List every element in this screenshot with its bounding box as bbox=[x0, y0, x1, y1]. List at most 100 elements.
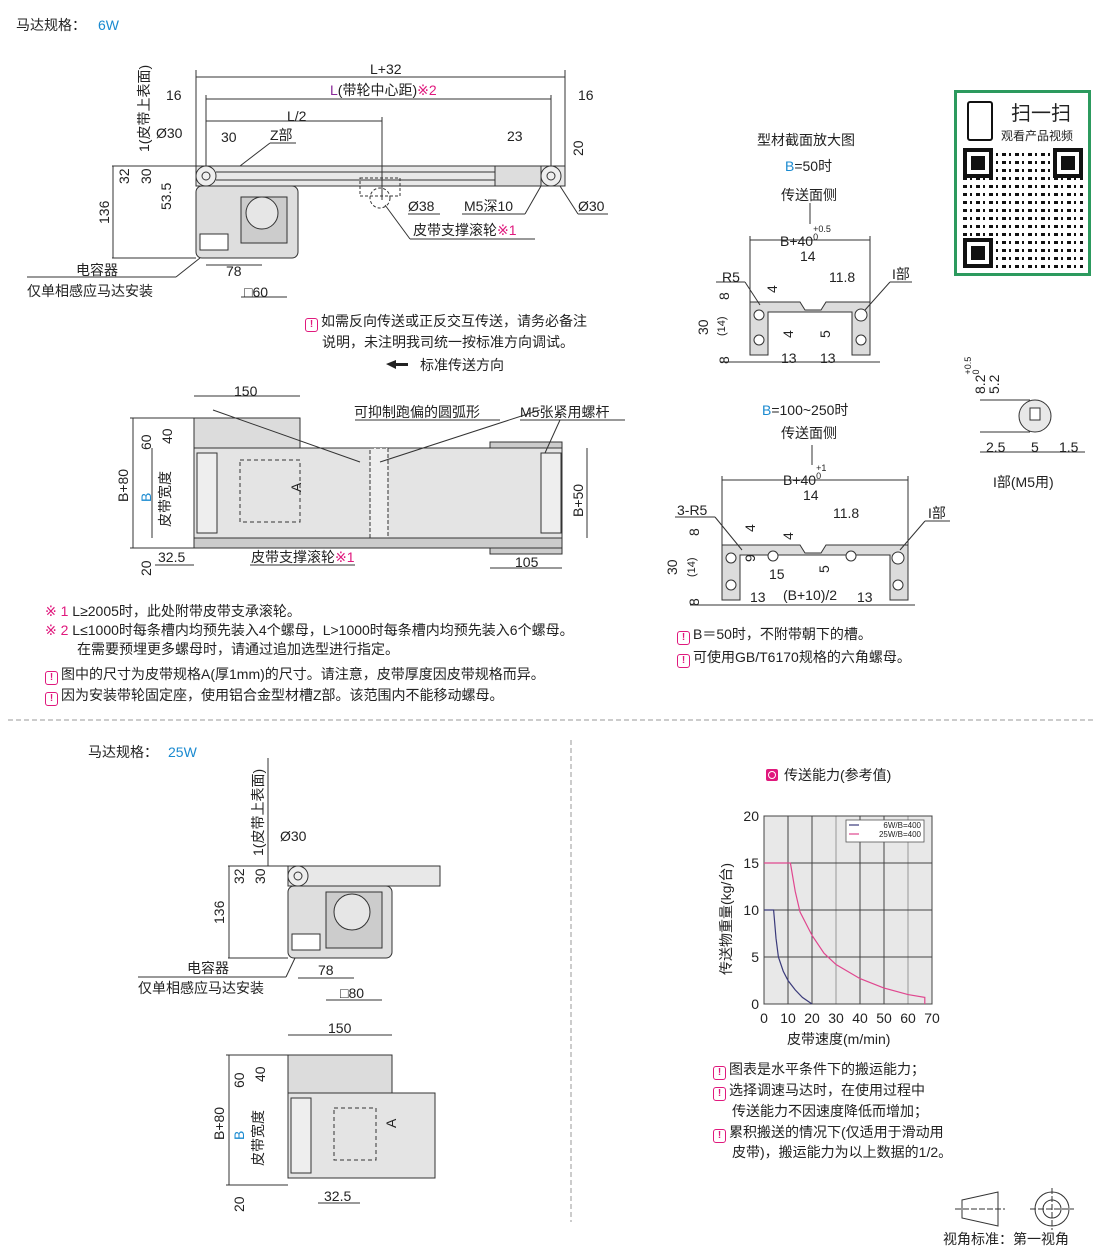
p50-dim-13b: 13 bbox=[820, 350, 836, 366]
chart-note-3-cont: 皮带)，搬运能力为以上数据的1/2。 bbox=[732, 1144, 953, 1160]
capacitor-label: 电容器 bbox=[76, 262, 118, 278]
dim-16-left: 16 bbox=[166, 87, 182, 103]
note-3: !图中的尺寸为皮带规格A(厚1mm)的尺寸。请注意，皮带厚度因皮带规格而异。 bbox=[45, 666, 545, 685]
qr-video-box[interactable]: 扫一扫 观看产品视频 bbox=[954, 90, 1091, 276]
profile-note-1-text: B＝50时，不附带朝下的槽。 bbox=[693, 626, 872, 642]
dim-23: 23 bbox=[507, 128, 523, 144]
dim-l-center-text: (带轮中心距) bbox=[337, 82, 418, 98]
dim-16-right: 16 bbox=[578, 87, 594, 103]
b-capacitor-label: 电容器 bbox=[187, 960, 229, 976]
circle-bullet-icon bbox=[766, 769, 778, 781]
profile50-cond-text: =50时 bbox=[794, 158, 833, 174]
y-tick-label: 15 bbox=[743, 855, 759, 871]
side-view-25w bbox=[138, 758, 441, 1001]
p50-dim-14: 14 bbox=[800, 248, 816, 264]
legend-label: 25W/B=400 bbox=[879, 830, 922, 839]
p100-dim-half: (B+10)/2 bbox=[783, 587, 838, 603]
p100-i-part: I部 bbox=[928, 505, 946, 521]
p100-tol-up: +1 bbox=[816, 463, 827, 473]
p100-dim-13a: 13 bbox=[750, 589, 766, 605]
b-dim-32-5: 32.5 bbox=[324, 1188, 352, 1204]
plan-dim-150: 150 bbox=[234, 383, 258, 399]
x-tick-label: 0 bbox=[760, 1010, 768, 1026]
detail-i-part bbox=[980, 399, 1085, 453]
series-line-2 bbox=[764, 862, 926, 1004]
profile50-b: B bbox=[785, 158, 795, 174]
phone-icon bbox=[967, 101, 993, 141]
view-standard-label: 视角标准：第一视角 bbox=[943, 1231, 1069, 1247]
chart-title: 传送能力(参考值) bbox=[766, 767, 891, 783]
detail-dim-1-5: 1.5 bbox=[1059, 439, 1079, 455]
profile50-side: 传送面侧 bbox=[781, 187, 837, 203]
profile100-b: B bbox=[762, 402, 772, 418]
plan-note1-mark: ※1 bbox=[335, 549, 355, 565]
m5-tap-label: M5深10 bbox=[464, 198, 514, 214]
chart-x-label: 皮带速度(m/min) bbox=[787, 1031, 891, 1047]
note-2: ※ 2 L≤1000时每条槽内均预先装入4个螺母，L>1000时每条槽内均预先装… bbox=[45, 622, 574, 638]
chart-note-1: !图表是水平条件下的搬运能力； bbox=[713, 1061, 925, 1080]
legend-label: 6W/B=400 bbox=[883, 821, 921, 830]
warning-icon: ! bbox=[713, 1129, 726, 1143]
z-part-label: Z部 bbox=[270, 127, 293, 143]
note2-mark: ※2 bbox=[417, 82, 437, 98]
single-phase-label: 仅单相感应马达安装 bbox=[27, 283, 153, 299]
dim-78: 78 bbox=[226, 263, 242, 279]
profile-heading: 型材截面放大图 bbox=[757, 132, 855, 148]
note-1: ※ 1 L≥2005时，此处附带皮带支承滚轮。 bbox=[45, 603, 301, 619]
y-tick-label: 20 bbox=[743, 808, 759, 824]
profile100-cond-text: =100~250时 bbox=[771, 402, 849, 418]
p50-dim-13a: 13 bbox=[781, 350, 797, 366]
p100-tol-low: 0 bbox=[816, 471, 822, 481]
dim-square-60: □60 bbox=[244, 284, 269, 300]
side-view-6w bbox=[27, 70, 608, 298]
b-dim-square-80: □80 bbox=[340, 985, 365, 1001]
dim-dia30-left: Ø30 bbox=[156, 125, 183, 141]
b-dim-dia30: Ø30 bbox=[280, 828, 307, 844]
y-tick-label: 0 bbox=[751, 996, 759, 1012]
x-tick-label: 20 bbox=[804, 1010, 820, 1026]
qr-code-icon[interactable] bbox=[963, 148, 1083, 268]
plan-view-6w bbox=[130, 395, 625, 569]
x-tick-label: 70 bbox=[924, 1010, 940, 1026]
y-tick-label: 10 bbox=[743, 902, 759, 918]
notice-line1: 如需反向传送或正反交互传送，请务必备注 bbox=[321, 313, 587, 329]
warning-icon: ! bbox=[713, 1066, 726, 1080]
p50-dim-11-8: 11.8 bbox=[829, 269, 856, 285]
y-tick-label: 5 bbox=[751, 949, 759, 965]
arc-shape-label: 可抑制跑偏的圆弧形 bbox=[354, 404, 480, 420]
b-single-phase-label: 仅单相感应马达安装 bbox=[138, 980, 264, 996]
warning-icon: ! bbox=[713, 1087, 726, 1101]
support-roller-label: 皮带支撑滚轮※1 bbox=[413, 222, 517, 238]
x-tick-label: 50 bbox=[876, 1010, 892, 1026]
b-dim-78: 78 bbox=[318, 962, 334, 978]
detail-dim-2-5: 2.5 bbox=[986, 439, 1006, 455]
detail-caption: I部(M5用) bbox=[993, 474, 1054, 490]
profile50-width-text: B+40 bbox=[780, 233, 814, 249]
dim-dia38: Ø38 bbox=[408, 198, 435, 214]
tol-low: 0 bbox=[813, 232, 819, 242]
motor-spec-label: 马达规格： bbox=[16, 17, 86, 33]
warning-icon: ! bbox=[45, 671, 58, 685]
dim-l-center: L(带轮中心距)※2 bbox=[330, 82, 437, 98]
note-3-text: 图中的尺寸为皮带规格A(厚1mm)的尺寸。请注意，皮带厚度因皮带规格而异。 bbox=[61, 666, 545, 682]
dim-l-half: L/2 bbox=[287, 108, 307, 124]
warning-icon: ! bbox=[305, 318, 318, 332]
direction-arrow-icon bbox=[386, 360, 408, 369]
notice-line2: 说明，未注明我司统一按标准方向调试。 bbox=[322, 334, 574, 350]
note-1-mark: ※ 1 bbox=[45, 603, 69, 619]
p100-dim-15: 15 bbox=[769, 566, 785, 582]
note-4: !因为安装带轮固定座，使用铝合金型材槽Z部。该范围内不能移动螺母。 bbox=[45, 687, 504, 706]
p100-dim-11-8: 11.8 bbox=[833, 505, 860, 521]
motor-spec-label-25w: 马达规格： bbox=[88, 744, 158, 760]
note-2-mark: ※ 2 bbox=[45, 622, 69, 638]
profile-b50 bbox=[716, 203, 912, 363]
profile-b100 bbox=[675, 445, 950, 606]
tol-up: +0.5 bbox=[813, 224, 831, 234]
profile100-cond: B=100~250时 bbox=[762, 402, 848, 418]
direction-label: 标准传送方向 bbox=[420, 357, 504, 373]
profile-note-2: !可使用GB/T6170规格的六角螺母。 bbox=[677, 649, 911, 668]
